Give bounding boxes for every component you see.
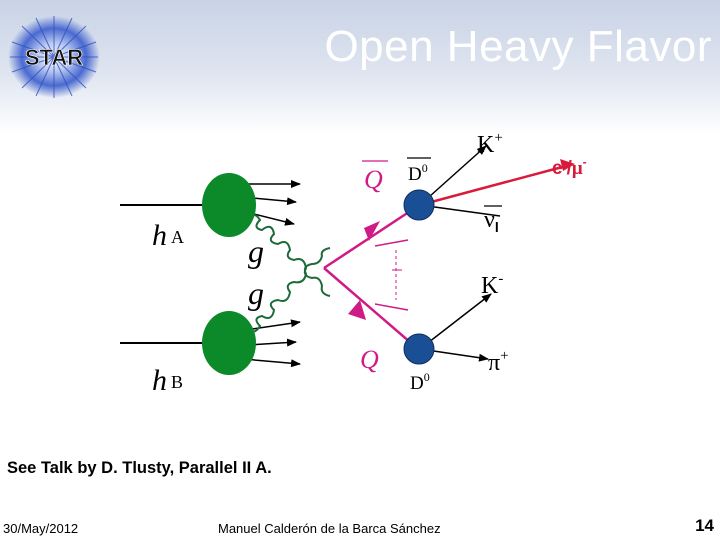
d0-bar-meson [403, 189, 435, 221]
hadron-a-blob [202, 173, 256, 237]
lepton-line [419, 164, 567, 207]
pion-label: π+ [488, 348, 509, 376]
neutrino-label: νl [484, 207, 499, 235]
gluon-bottom [247, 247, 331, 333]
footer-date: 30/May/2012 [3, 521, 79, 536]
string-upper [374, 239, 409, 247]
d0-bar-label: D0 [408, 161, 428, 185]
kminus-line [419, 293, 492, 350]
quark-arrow-lower [348, 300, 366, 320]
gluon-bottom-label: g [248, 275, 264, 311]
quark-arrow-upper [364, 221, 380, 241]
kplus-line [419, 145, 487, 206]
slide-header [0, 0, 720, 135]
slide-title: Open Heavy Flavor [324, 22, 712, 71]
quark-bar-label: Q [364, 165, 383, 194]
d0-label: D0 [410, 370, 430, 394]
page-number: 14 [695, 516, 714, 535]
gluon-top-label: g [248, 233, 264, 269]
kminus-label: K- [481, 271, 503, 299]
d0-meson [403, 333, 435, 365]
string-lower [374, 303, 409, 311]
quark-line-lower [323, 267, 419, 350]
talk-reference-note: See Talk by D. Tlusty, Parallel II A. [7, 459, 272, 477]
lepton-arrow [560, 159, 575, 171]
quark-label: Q [360, 345, 379, 374]
hadron-b-blob [202, 311, 256, 375]
kplus-label: K+ [477, 130, 503, 158]
star-logo-text: STAR [25, 45, 83, 70]
gluon-top [247, 214, 331, 297]
star-logo: STAR [8, 16, 100, 98]
footer-author: Manuel Calderón de la Barca Sánchez [218, 521, 441, 536]
lepton-label: e-/μ- [552, 155, 587, 179]
